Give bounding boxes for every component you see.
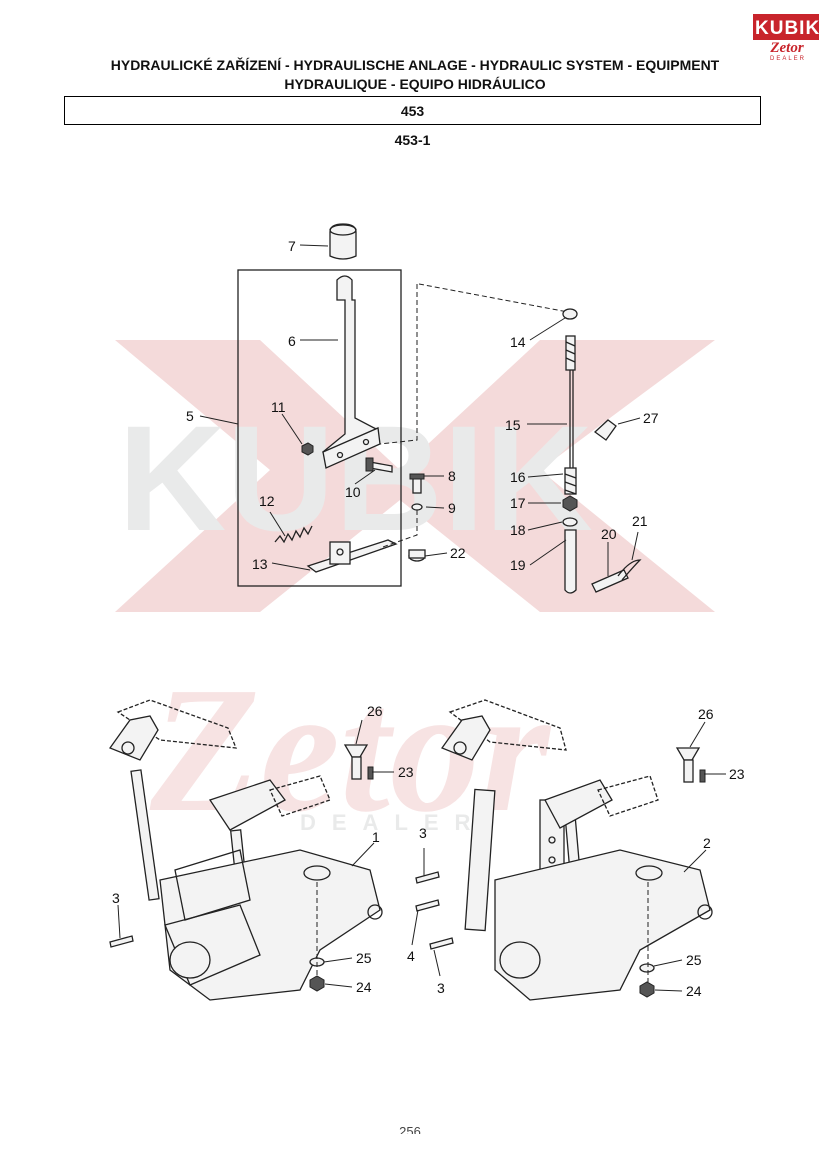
- hitch-assembly-left: [108, 699, 394, 1001]
- callout-18: 18: [510, 522, 526, 538]
- callout-left-23: 23: [398, 764, 414, 780]
- subsection-number: 453-1: [394, 132, 431, 148]
- callout-right-23: 23: [729, 766, 745, 782]
- page-title-line2: HYDRAULIQUE - EQUIPO HIDRÁULICO: [284, 76, 546, 92]
- callout-22: 22: [450, 545, 466, 561]
- callout-8: 8: [448, 468, 456, 484]
- callout-7: 7: [288, 238, 296, 254]
- callout-left-1: 1: [372, 829, 380, 845]
- watermark-dealer: DEALER: [300, 810, 486, 835]
- logo-zetor: Zetor: [770, 40, 804, 56]
- callout-left-3: 3: [112, 890, 120, 906]
- callout-20: 20: [601, 526, 617, 542]
- callout-14: 14: [510, 334, 526, 350]
- watermark: KUBIK Zetor DEALER: [115, 340, 715, 849]
- callout-right-2: 2: [703, 835, 711, 851]
- kubik-zetor-logo: KUBIK Zetor DEALER: [753, 14, 819, 64]
- callout-19: 19: [510, 557, 526, 573]
- callout-left-25: 25: [356, 950, 372, 966]
- callout-10: 10: [345, 484, 361, 500]
- callout-right-24: 24: [686, 983, 702, 999]
- knob-7: [329, 223, 357, 260]
- control-lever-assembly: [199, 223, 642, 594]
- callout-12: 12: [259, 493, 275, 509]
- section-number: 453: [64, 96, 761, 125]
- callout-15: 15: [505, 417, 521, 433]
- lever-6: [321, 275, 379, 463]
- callout-right-26: 26: [698, 706, 714, 722]
- callout-11: 11: [271, 399, 286, 415]
- callout-labels: 7 6 5 11 10 8 9 12 13 22 14 15 27 16 17 …: [112, 238, 745, 999]
- callout-17: 17: [510, 495, 526, 511]
- logo-dealer: DEALER: [769, 56, 806, 62]
- logo-kubik: KUBIK: [753, 14, 819, 40]
- callout-21: 21: [632, 513, 648, 529]
- cotter-21: [617, 559, 642, 581]
- callout-right-25: 25: [686, 952, 702, 968]
- clevis-14: [562, 308, 578, 320]
- callout-left-24: 24: [356, 979, 372, 995]
- assembly-frame: [237, 269, 402, 587]
- callout-right-3a: 3: [419, 825, 427, 841]
- hitch-assembly-right: [411, 699, 726, 1001]
- page-title-line1: HYDRAULICKÉ ZAŘÍZENÍ - HYDRAULISCHE ANLA…: [110, 57, 720, 73]
- callout-left-26: 26: [367, 703, 383, 719]
- page-number: 256: [399, 1124, 421, 1134]
- callout-5: 5: [186, 408, 194, 424]
- callout-right-4: 4: [407, 948, 415, 964]
- callout-right-3b: 3: [437, 980, 445, 996]
- callout-6: 6: [288, 333, 296, 349]
- bracket-27: [593, 419, 617, 441]
- callout-9: 9: [448, 500, 456, 516]
- pin-19: [564, 529, 577, 594]
- callout-13: 13: [252, 556, 268, 572]
- callout-27: 27: [643, 410, 659, 426]
- callout-16: 16: [510, 469, 526, 485]
